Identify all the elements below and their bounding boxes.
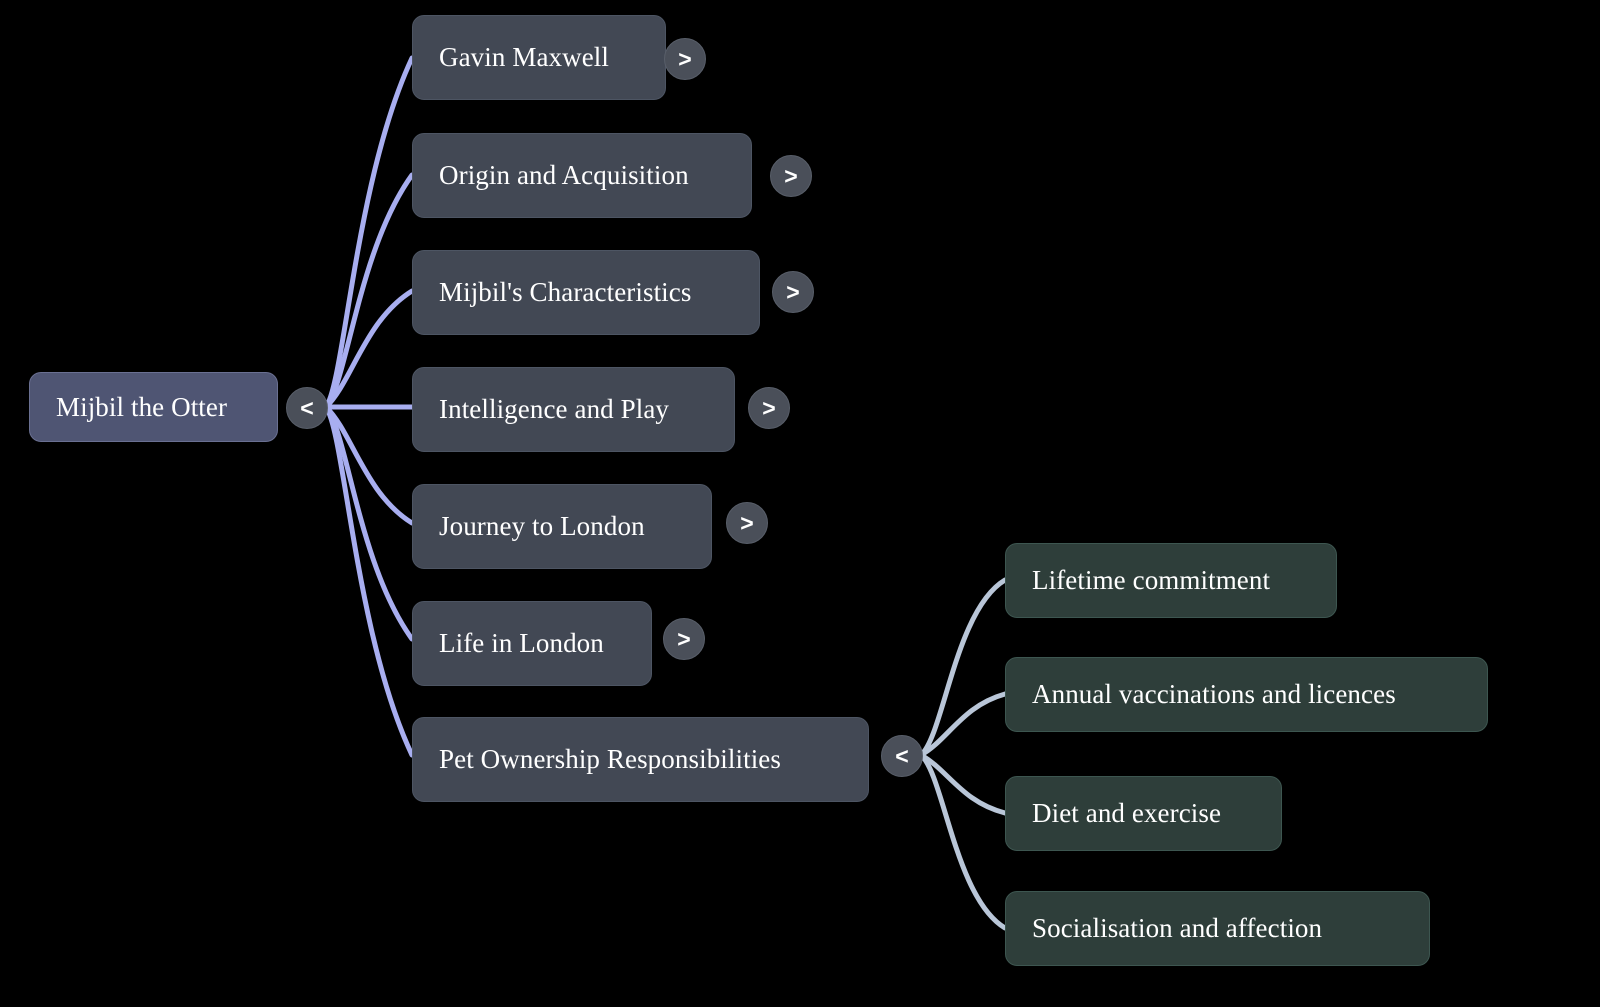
node-root-label: Mijbil the Otter [56,391,228,422]
toggle-mijbils-characteristics[interactable]: > [772,271,814,313]
node-socialisation-and-affection-label: Socialisation and affection [1032,913,1323,943]
chevron-right-icon: > [762,394,776,421]
edge-pet-to-annual-vaccinations [918,691,1008,758]
node-journey-to-london[interactable]: Journey to London [412,484,712,569]
chevron-left-icon: < [895,742,909,769]
node-pet-ownership-responsibilities-label: Pet Ownership Responsibilities [439,744,781,774]
edge-root-to-pet-ownership [323,404,415,758]
node-mijbils-characteristics[interactable]: Mijbil's Characteristics [412,250,760,335]
node-origin-and-acquisition-label: Origin and Acquisition [439,160,689,190]
node-life-in-london-label: Life in London [439,628,604,658]
node-root[interactable]: Mijbil the Otter [29,372,278,442]
node-life-in-london[interactable]: Life in London [412,601,652,686]
edge-pet-to-lifetime-commitment [918,577,1008,758]
node-lifetime-commitment-label: Lifetime commitment [1032,565,1271,595]
edge-root-to-life-in-london [323,404,415,642]
node-diet-and-exercise-label: Diet and exercise [1032,798,1222,828]
node-pet-ownership-responsibilities[interactable]: Pet Ownership Responsibilities [412,717,869,802]
chevron-left-icon: < [300,394,314,421]
node-annual-vaccinations-and-licences[interactable]: Annual vaccinations and licences [1005,657,1488,732]
edge-root-to-gavin-maxwell [323,55,415,410]
node-intelligence-and-play[interactable]: Intelligence and Play [412,367,735,452]
node-origin-and-acquisition[interactable]: Origin and Acquisition [412,133,752,218]
node-mijbils-characteristics-label: Mijbil's Characteristics [439,277,692,307]
node-diet-and-exercise[interactable]: Diet and exercise [1005,776,1282,851]
node-intelligence-and-play-label: Intelligence and Play [439,394,670,424]
node-lifetime-commitment[interactable]: Lifetime commitment [1005,543,1337,618]
edge-root-to-journey [323,404,415,526]
toggle-root[interactable]: < [286,387,328,429]
chevron-right-icon: > [786,278,800,305]
toggle-origin-and-acquisition[interactable]: > [770,155,812,197]
chevron-right-icon: > [784,162,798,189]
node-journey-to-london-label: Journey to London [439,511,645,541]
toggle-intelligence-and-play[interactable]: > [748,387,790,429]
edge-pet-to-diet-exercise [918,752,1008,816]
edge-root-to-origin [323,172,415,410]
node-gavin-maxwell-label: Gavin Maxwell [439,42,610,72]
chevron-right-icon: > [677,625,691,652]
toggle-journey-to-london[interactable]: > [726,502,768,544]
toggle-gavin-maxwell[interactable]: > [664,38,706,80]
edge-root-to-characteristics [323,288,415,410]
node-annual-vaccinations-and-licences-label: Annual vaccinations and licences [1032,679,1396,709]
edge-pet-to-socialisation [918,752,1008,931]
node-gavin-maxwell[interactable]: Gavin Maxwell [412,15,666,100]
toggle-pet-ownership-responsibilities[interactable]: < [881,735,923,777]
toggle-life-in-london[interactable]: > [663,618,705,660]
chevron-right-icon: > [740,509,754,536]
node-socialisation-and-affection[interactable]: Socialisation and affection [1005,891,1430,966]
chevron-right-icon: > [678,45,692,72]
